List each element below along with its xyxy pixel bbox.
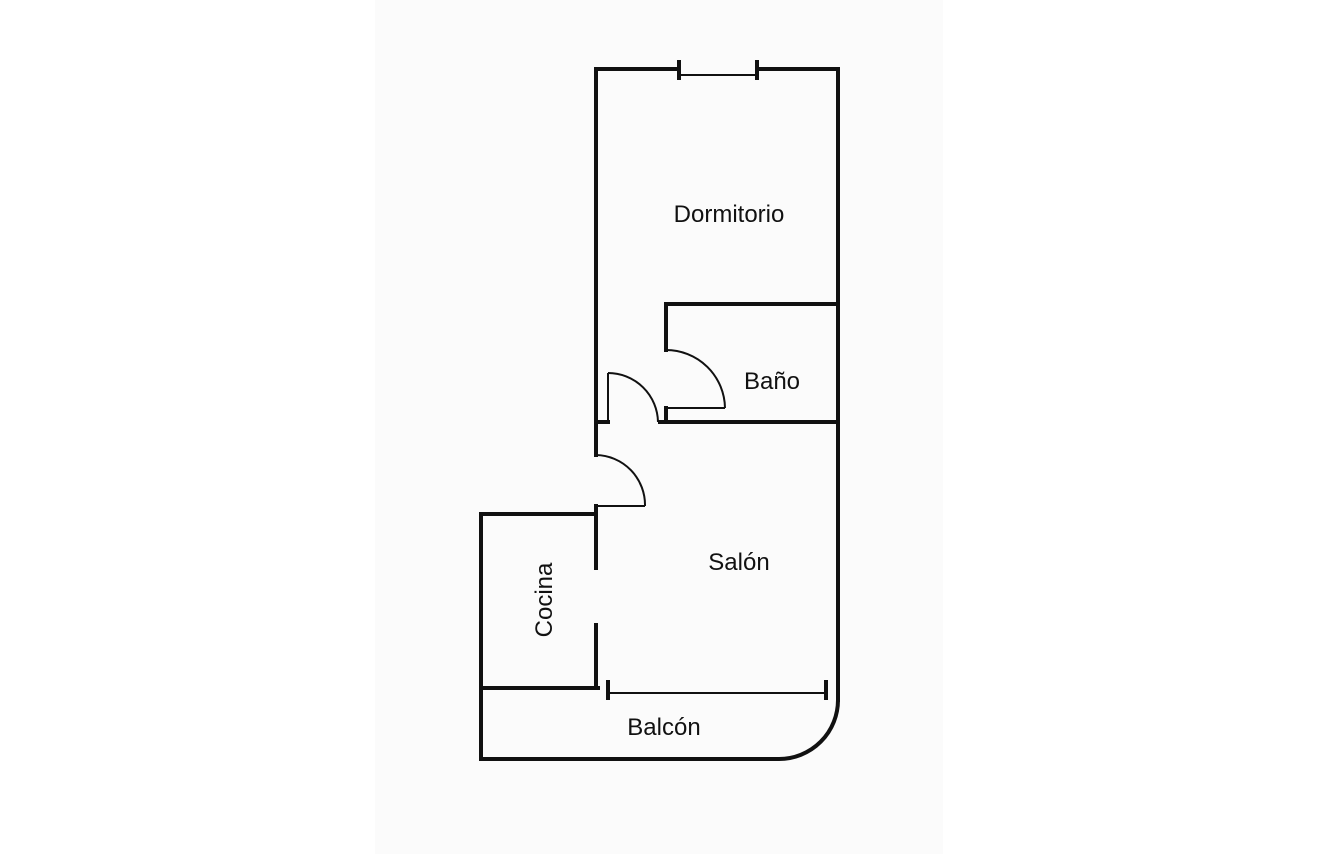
cocina-walls bbox=[479, 512, 600, 761]
bano-door bbox=[665, 349, 726, 409]
bano-walls bbox=[658, 302, 840, 424]
hall-door bbox=[594, 372, 659, 424]
room-label-salon: Salón bbox=[708, 549, 769, 576]
floorplan-panel bbox=[375, 0, 943, 854]
dormitorio-walls bbox=[594, 67, 840, 702]
balcony-window bbox=[606, 680, 828, 700]
dormitorio-window bbox=[677, 60, 759, 80]
room-label-dormitorio: Dormitorio bbox=[674, 201, 785, 228]
room-label-bano: Baño bbox=[744, 368, 800, 395]
room-label-balcon: Balcón bbox=[627, 714, 700, 741]
room-label-cocina: Cocina bbox=[531, 562, 558, 637]
balcon-walls bbox=[479, 688, 840, 761]
entry-door bbox=[595, 454, 647, 507]
